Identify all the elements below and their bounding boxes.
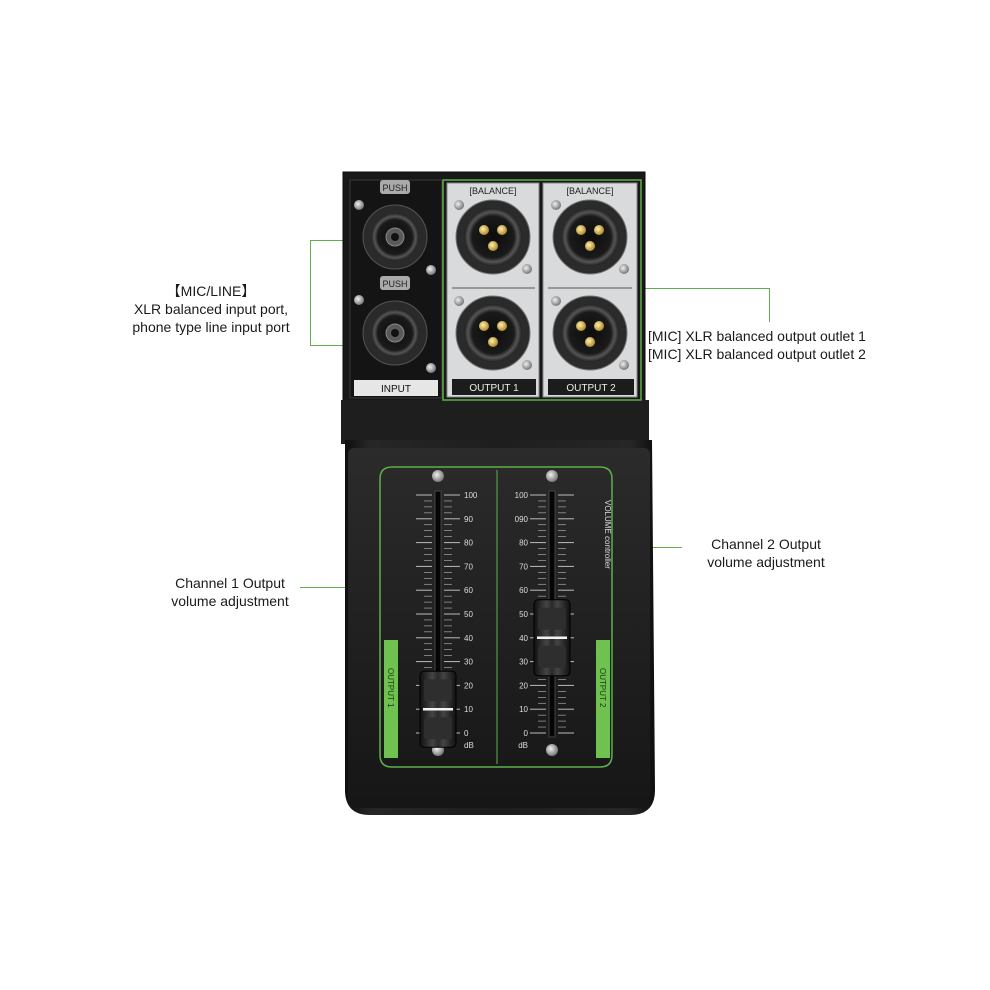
output-border [442, 179, 642, 401]
screw-icon [619, 264, 629, 274]
fader-frame [379, 466, 613, 768]
output1-label-box [452, 379, 536, 395]
channel1-callout-line2: volume adjustment [171, 593, 289, 609]
fader2-scale-label: 40 [519, 634, 528, 643]
fader2-unit-label: dB [518, 741, 528, 750]
fader1-scale-label: 0 [464, 729, 469, 738]
screw-icon [619, 360, 629, 370]
input-callout-line2: XLR balanced input port, [133, 301, 289, 317]
output1-label: OUTPUT 1 [469, 383, 519, 394]
output2-xlr-1[interactable] [551, 199, 629, 275]
fader2-scale-label: 0 [524, 729, 529, 738]
fader1-scale-label: 90 [464, 515, 473, 524]
input-leader-bottom [310, 345, 372, 346]
input-callout-line3: phone type line input port [132, 319, 290, 335]
fader2-scale-label: 50 [519, 610, 528, 619]
output1-xlr-2[interactable] [454, 295, 532, 371]
outputs-callout: [MIC] XLR balanced output outlet 1 [MIC]… [648, 327, 898, 363]
fader2-scale-label: 100 [515, 491, 529, 500]
fader2-knob[interactable] [533, 599, 571, 677]
output2-label: OUTPUT 2 [566, 383, 616, 394]
screw-icon [522, 264, 532, 274]
input-jack-1[interactable]: PUSH [354, 180, 436, 275]
channel2-callout-line2: volume adjustment [707, 554, 825, 570]
output1-side-tab [384, 640, 398, 758]
push-label-2: PUSH [382, 279, 407, 289]
output2-xlr-2[interactable] [551, 295, 629, 371]
fader1-scale-label: 20 [464, 681, 473, 690]
output1-xlr-1[interactable] [454, 199, 532, 275]
channel1-callout-line1: Channel 1 Output [175, 575, 285, 591]
fader1-knob[interactable] [419, 670, 457, 748]
outputs-leader-v [769, 288, 770, 322]
channel2-callout: Channel 2 Output volume adjustment [684, 535, 848, 571]
screw-icon [454, 200, 464, 210]
screw-icon [551, 200, 561, 210]
input-leader-vertical [310, 240, 311, 346]
top-plate [341, 400, 649, 444]
channel2-callout-line1: Channel 2 Output [711, 536, 821, 552]
input-label: INPUT [381, 384, 411, 395]
output2-side-label: OUTPUT 2 [598, 668, 607, 708]
screw-icon [454, 296, 464, 306]
outputs-callout-line1: [MIC] XLR balanced output outlet 1 [648, 328, 866, 344]
input-leader-top [310, 240, 372, 241]
fader1-scale-label: 40 [464, 634, 473, 643]
output1-balance-label: [BALANCE] [469, 186, 516, 196]
output2-side-tab [596, 640, 610, 758]
screw-icon [551, 296, 561, 306]
fader2-scale-label: 60 [519, 586, 528, 595]
channel1-callout: Channel 1 Output volume adjustment [150, 574, 310, 610]
screw-icon [432, 470, 444, 482]
input-callout: 【MIC/LINE】 XLR balanced input port, phon… [118, 282, 304, 336]
fader2-scale-label: 20 [519, 681, 528, 690]
fader1-scale-label: 100 [464, 491, 478, 500]
fader1-scale-label: 30 [464, 658, 473, 667]
fader2-scale-label: 80 [519, 539, 528, 548]
fader1-scale-label: 10 [464, 705, 473, 714]
outputs-leader-h [640, 288, 770, 289]
fader1-scale-label: 50 [464, 610, 473, 619]
output2-balance-label: [BALANCE] [566, 186, 613, 196]
fader2-scale-label: 090 [515, 515, 529, 524]
input-jack-2[interactable]: PUSH [354, 276, 436, 373]
fader2-scale-label: 30 [519, 658, 528, 667]
fader1-scale-label: 60 [464, 586, 473, 595]
screw-icon [546, 744, 558, 756]
fader1-scale-label: 80 [464, 539, 473, 548]
outputs-callout-line2: [MIC] XLR balanced output outlet 2 [648, 346, 866, 362]
output1-side-label: OUTPUT 1 [386, 668, 395, 708]
output2-label-box [548, 379, 634, 395]
screw-icon [546, 470, 558, 482]
push-label-1: PUSH [382, 183, 407, 193]
input-callout-line1: 【MIC/LINE】 [166, 283, 256, 299]
screw-icon [522, 360, 532, 370]
volume-controller-label: VOLUME controller [603, 500, 612, 569]
fader2-scale-label: 70 [519, 562, 528, 571]
channel1-leader [300, 587, 382, 588]
fader2-scale-label: 10 [519, 705, 528, 714]
fader1-scale-label: 70 [464, 562, 473, 571]
input-label-box [354, 380, 438, 396]
fader1-unit-label: dB [464, 741, 474, 750]
